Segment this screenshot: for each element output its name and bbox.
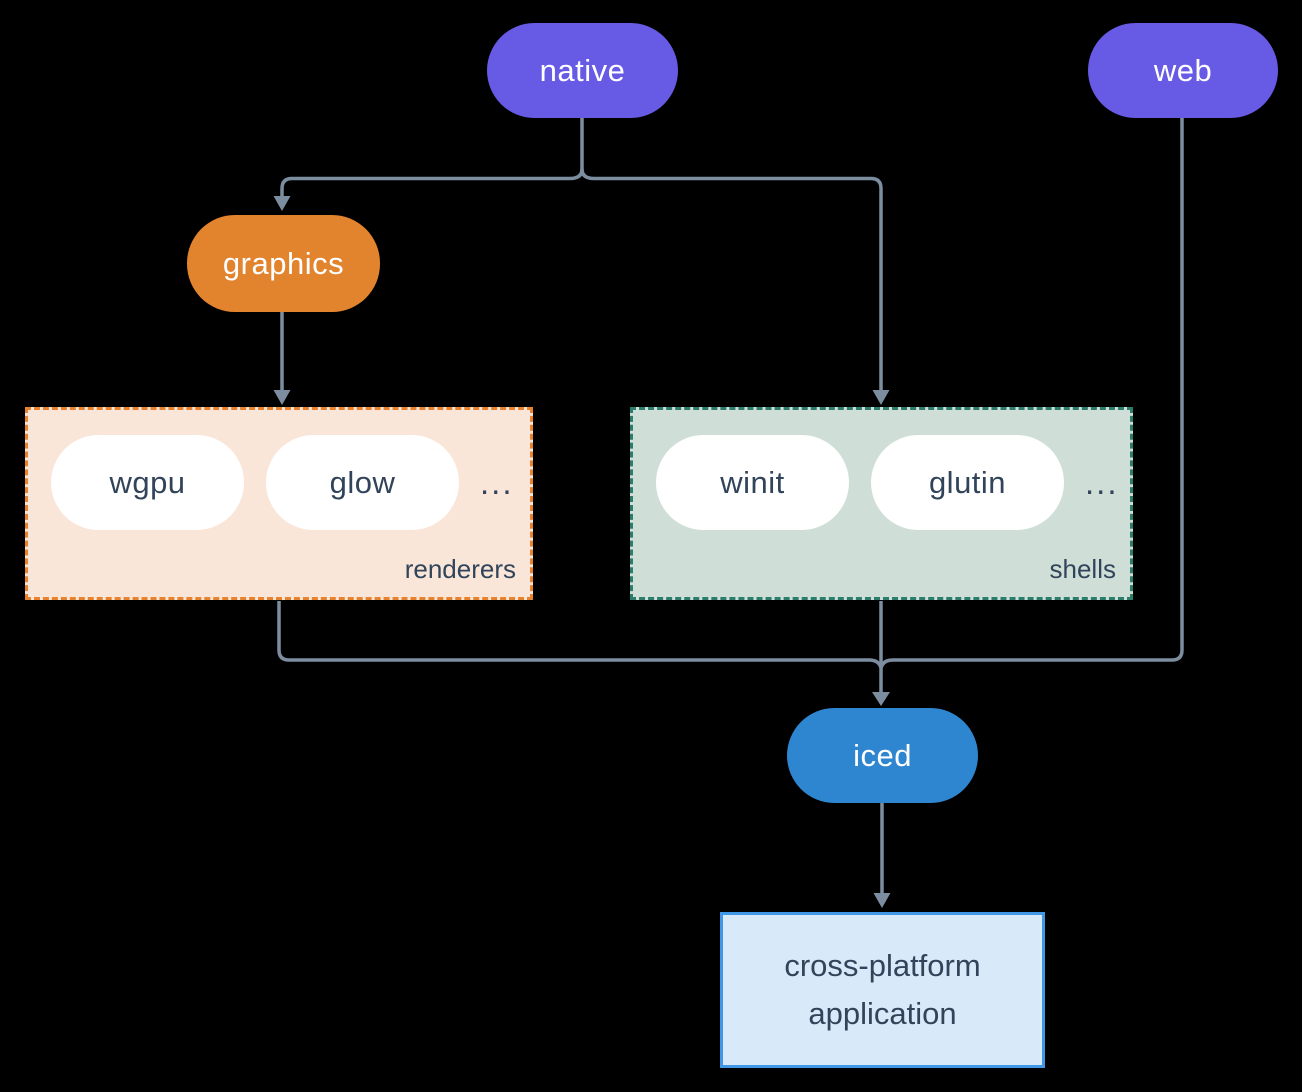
ellipsis-shells: ... [1085,463,1119,501]
node-native-label: native [539,52,626,88]
ellipsis-renderers: ... [480,463,514,501]
group-label-renderers: renderers [404,554,516,584]
node-graphics-label: graphics [222,245,345,281]
node-web-label: web [1153,52,1213,88]
arrowhead-app [873,893,891,908]
node-iced-label: iced [853,737,912,773]
edge-renderers-to-iced [277,601,883,669]
node-web: web [1088,23,1278,118]
edge-native-to-shells [580,168,883,390]
node-winit-label: winit [720,464,785,500]
node-app-label: cross-platform application [784,948,981,1031]
group-renderers: wgpu glow ... renderers [25,407,533,600]
node-glutin: glutin [871,435,1064,530]
arrowhead-renderers [273,390,291,405]
node-wgpu: wgpu [51,435,244,530]
node-native: native [487,23,678,118]
arrowhead-iced [872,692,890,706]
group-shells: winit glutin ... shells [630,407,1133,600]
node-glow-label: glow [329,464,396,500]
node-wgpu-label: wgpu [109,464,186,500]
node-graphics: graphics [187,215,380,312]
node-glow: glow [266,435,459,530]
group-label-shells: shells [1049,554,1116,584]
arrowhead-graphics [273,196,291,211]
node-iced: iced [787,708,978,803]
edge-native-to-graphics [280,168,584,196]
arrowhead-shells [872,390,890,405]
node-winit: winit [656,435,849,530]
node-cross-platform-application: cross-platform application [720,912,1045,1068]
node-glutin-label: glutin [928,464,1007,500]
